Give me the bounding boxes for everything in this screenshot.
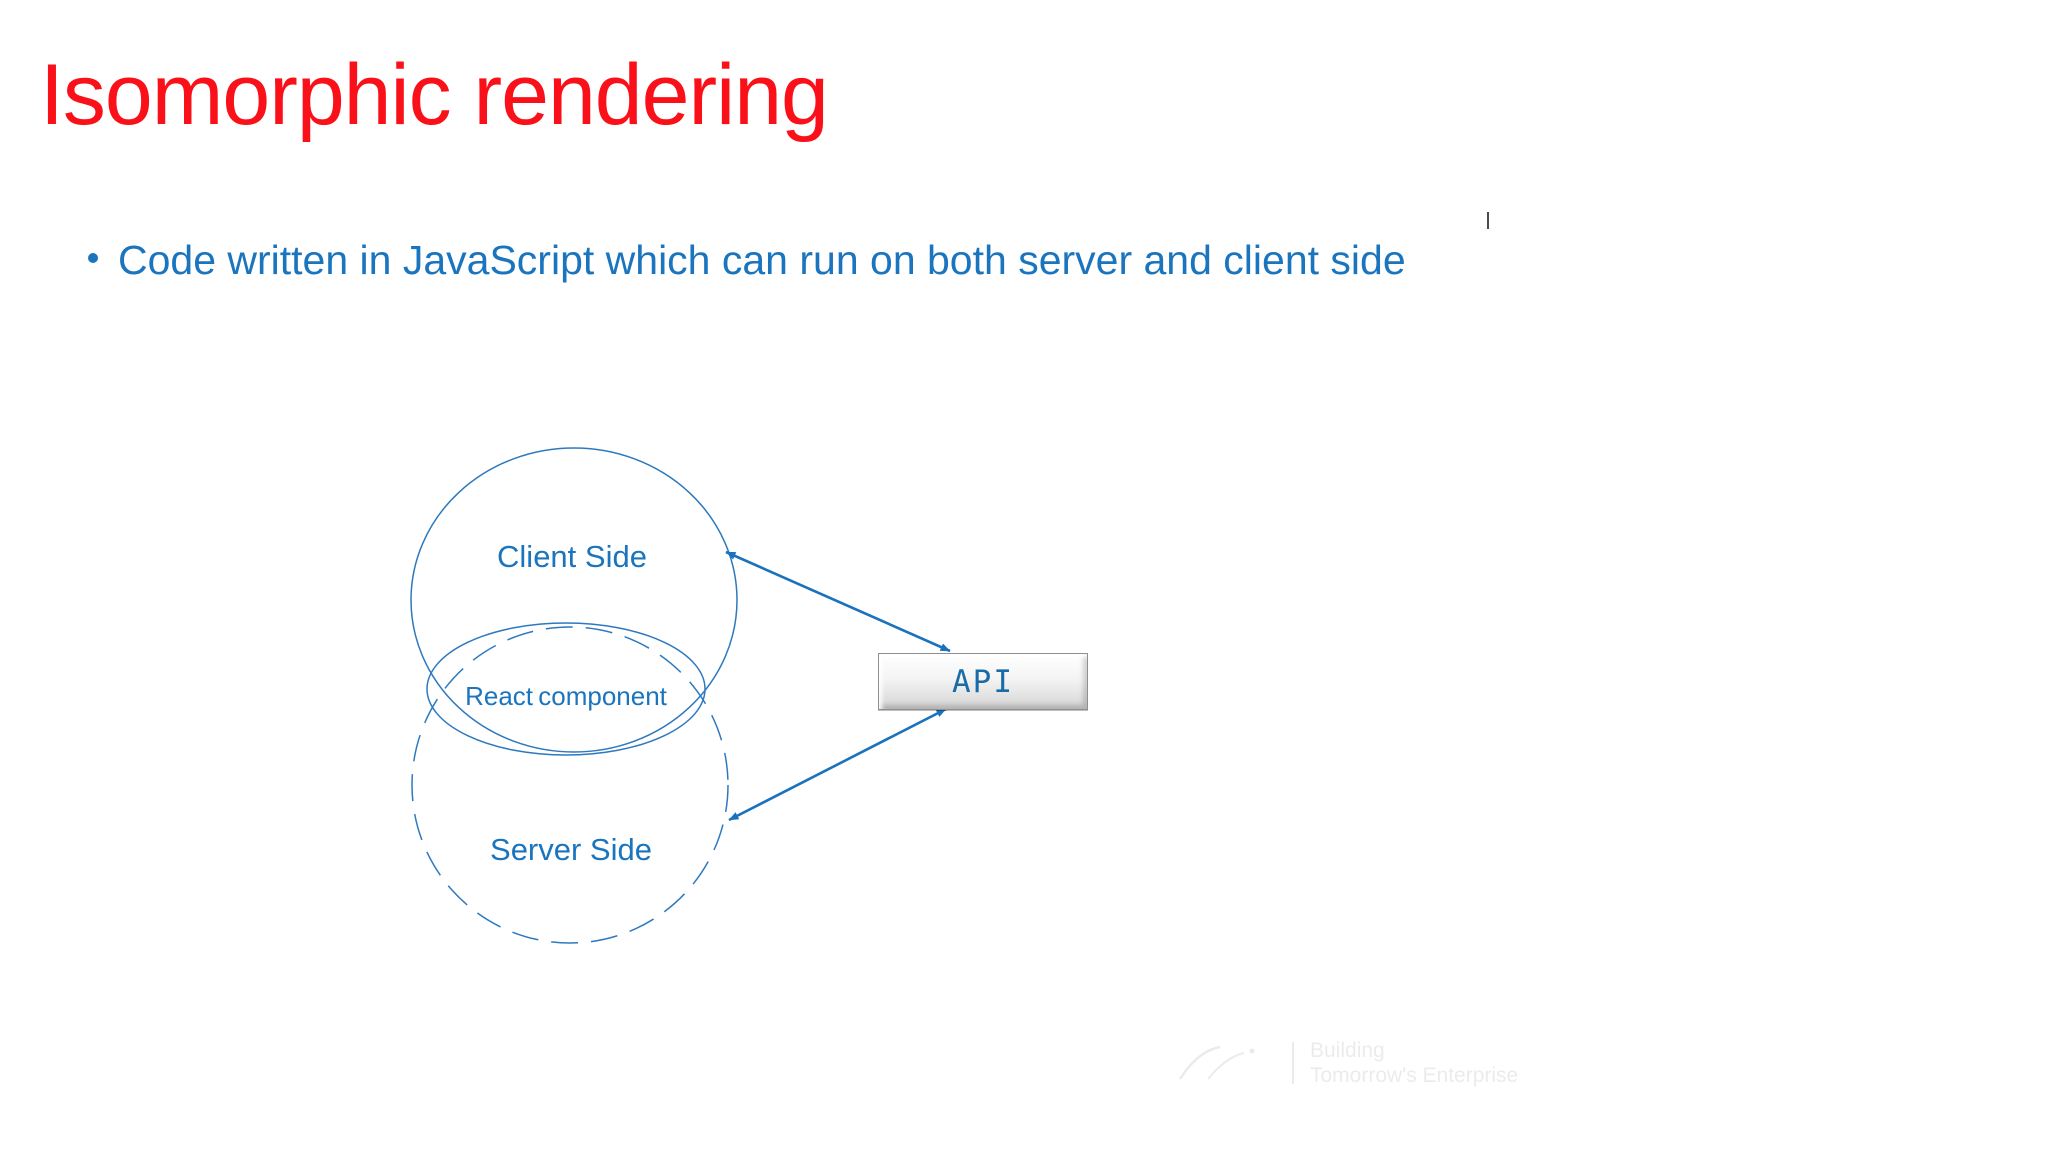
client-side-label: Client Side [497, 539, 647, 574]
watermark: Building Tomorrow's Enterprise [1168, 1038, 1518, 1088]
watermark-divider [1292, 1042, 1294, 1085]
bullet-dot-icon [88, 253, 98, 263]
api-label: API [952, 663, 1014, 700]
server-side-circle [411, 626, 729, 944]
bullet-text: Code written in JavaScript which can run… [118, 237, 1406, 283]
server-api-arrow [728, 707, 947, 822]
watermark-line2: Tomorrow's Enterprise [1310, 1064, 1519, 1088]
text-cursor-caret [1487, 212, 1489, 229]
company-logo-icon [1178, 1045, 1255, 1080]
api-box: API [878, 653, 1088, 710]
slide-title: Isomorphic rendering [40, 47, 829, 143]
react-component-label: React component [465, 681, 667, 711]
bullet-item: Code written in JavaScript which can run… [88, 237, 1406, 283]
watermark-tagline: Building Tomorrow's Enterprise [1310, 1038, 1518, 1088]
watermark-line1: Building [1310, 1039, 1385, 1062]
react-component-ellipse [426, 622, 706, 756]
client-api-arrow [725, 550, 951, 653]
server-side-label: Server Side [490, 832, 652, 867]
